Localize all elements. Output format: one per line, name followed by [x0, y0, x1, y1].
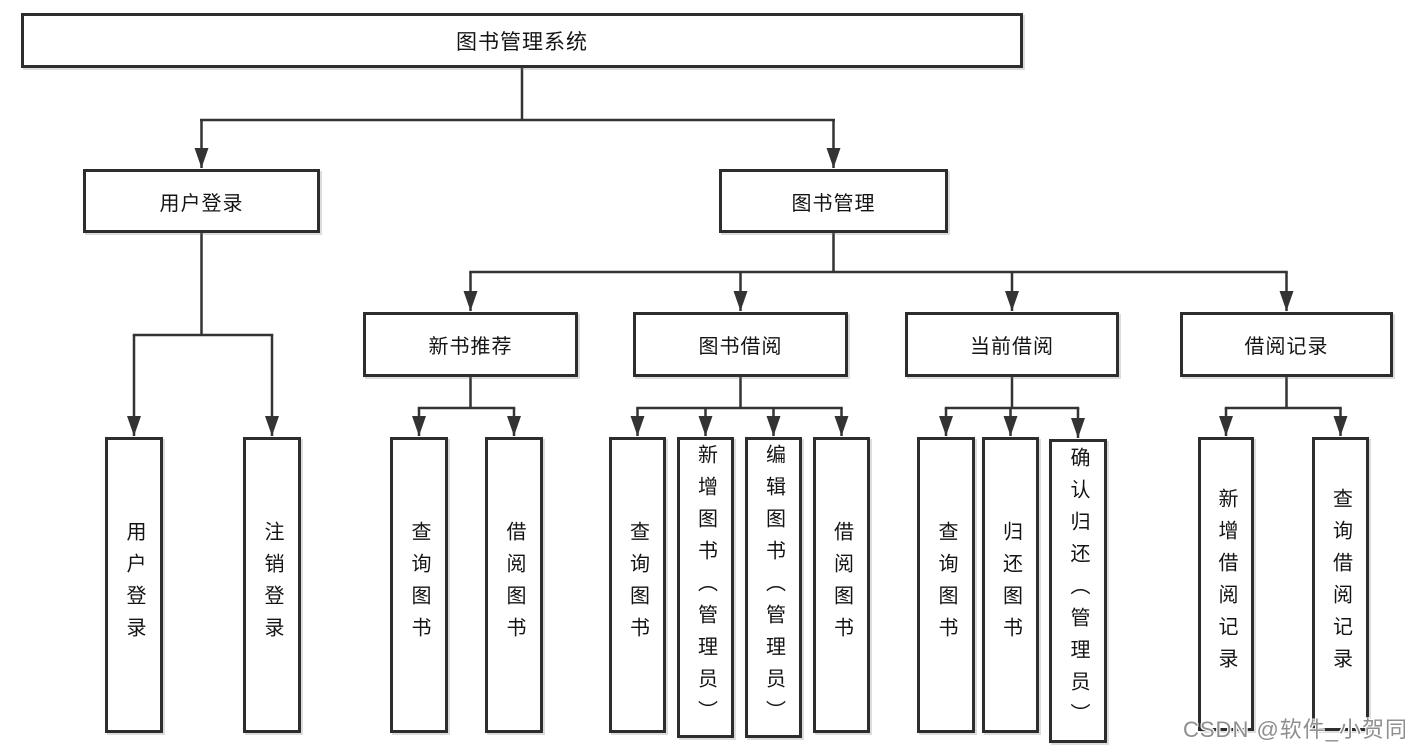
node-borrow-records-label: 借阅记录 — [1244, 336, 1329, 358]
leaf-records-add-label: 新增借阅记录 — [1215, 488, 1237, 680]
node-library-system: 图书管理系统 — [21, 13, 1023, 68]
leaf-borrow-add: 新增图书（管理员） — [677, 437, 734, 738]
node-book-management-label: 图书管理 — [791, 192, 876, 215]
leaf-user-login: 用户登录 — [105, 437, 163, 733]
leaf-borrow-borrow-label: 借阅图书 — [830, 521, 853, 649]
leaf-borrow-borrow: 借阅图书 — [813, 437, 870, 733]
node-current-borrow-label: 当前借阅 — [970, 336, 1054, 358]
leaf-borrow-edit: 编辑图书（管理员） — [745, 437, 802, 738]
node-new-book-recommend-label: 新书推荐 — [428, 336, 513, 358]
leaf-current-query-label: 查询图书 — [935, 521, 957, 649]
leaf-newbook-borrow: 借阅图书 — [485, 437, 543, 733]
node-borrow-records: 借阅记录 — [1180, 312, 1393, 377]
leaf-logout-label: 注销登录 — [261, 521, 283, 649]
leaf-records-query: 查询借阅记录 — [1312, 437, 1369, 731]
leaf-logout: 注销登录 — [243, 437, 301, 733]
node-current-borrow: 当前借阅 — [905, 312, 1119, 377]
leaf-records-query-label: 查询借阅记录 — [1329, 488, 1352, 680]
leaf-borrow-query-label: 查询图书 — [626, 521, 649, 649]
leaf-newbook-query: 查询图书 — [390, 437, 448, 733]
leaf-current-return: 归还图书 — [982, 437, 1039, 733]
leaf-current-query: 查询图书 — [917, 437, 975, 733]
node-book-borrow: 图书借阅 — [633, 312, 848, 377]
leaf-borrow-add-label: 新增图书（管理员） — [694, 443, 717, 732]
node-book-borrow-label: 图书借阅 — [698, 336, 783, 358]
node-library-system-label: 图书管理系统 — [456, 30, 588, 54]
leaf-user-login-label: 用户登录 — [123, 521, 145, 649]
leaf-current-confirm: 确认归还（管理员） — [1049, 439, 1107, 743]
leaf-newbook-borrow-label: 借阅图书 — [503, 521, 525, 649]
node-user-login-label: 用户登录 — [159, 192, 244, 215]
node-new-book-recommend: 新书推荐 — [363, 312, 578, 377]
leaf-borrow-query: 查询图书 — [609, 437, 666, 733]
leaf-current-return-label: 归还图书 — [999, 521, 1022, 649]
node-book-management: 图书管理 — [719, 169, 948, 233]
leaf-newbook-query-label: 查询图书 — [408, 521, 430, 649]
leaf-borrow-edit-label: 编辑图书（管理员） — [762, 443, 785, 732]
node-user-login: 用户登录 — [83, 169, 320, 233]
watermark: CSDN @软件_小贺同学 — [1183, 717, 1405, 742]
leaf-current-confirm-label: 确认归还（管理员） — [1067, 447, 1089, 735]
leaf-records-add: 新增借阅记录 — [1198, 437, 1254, 731]
